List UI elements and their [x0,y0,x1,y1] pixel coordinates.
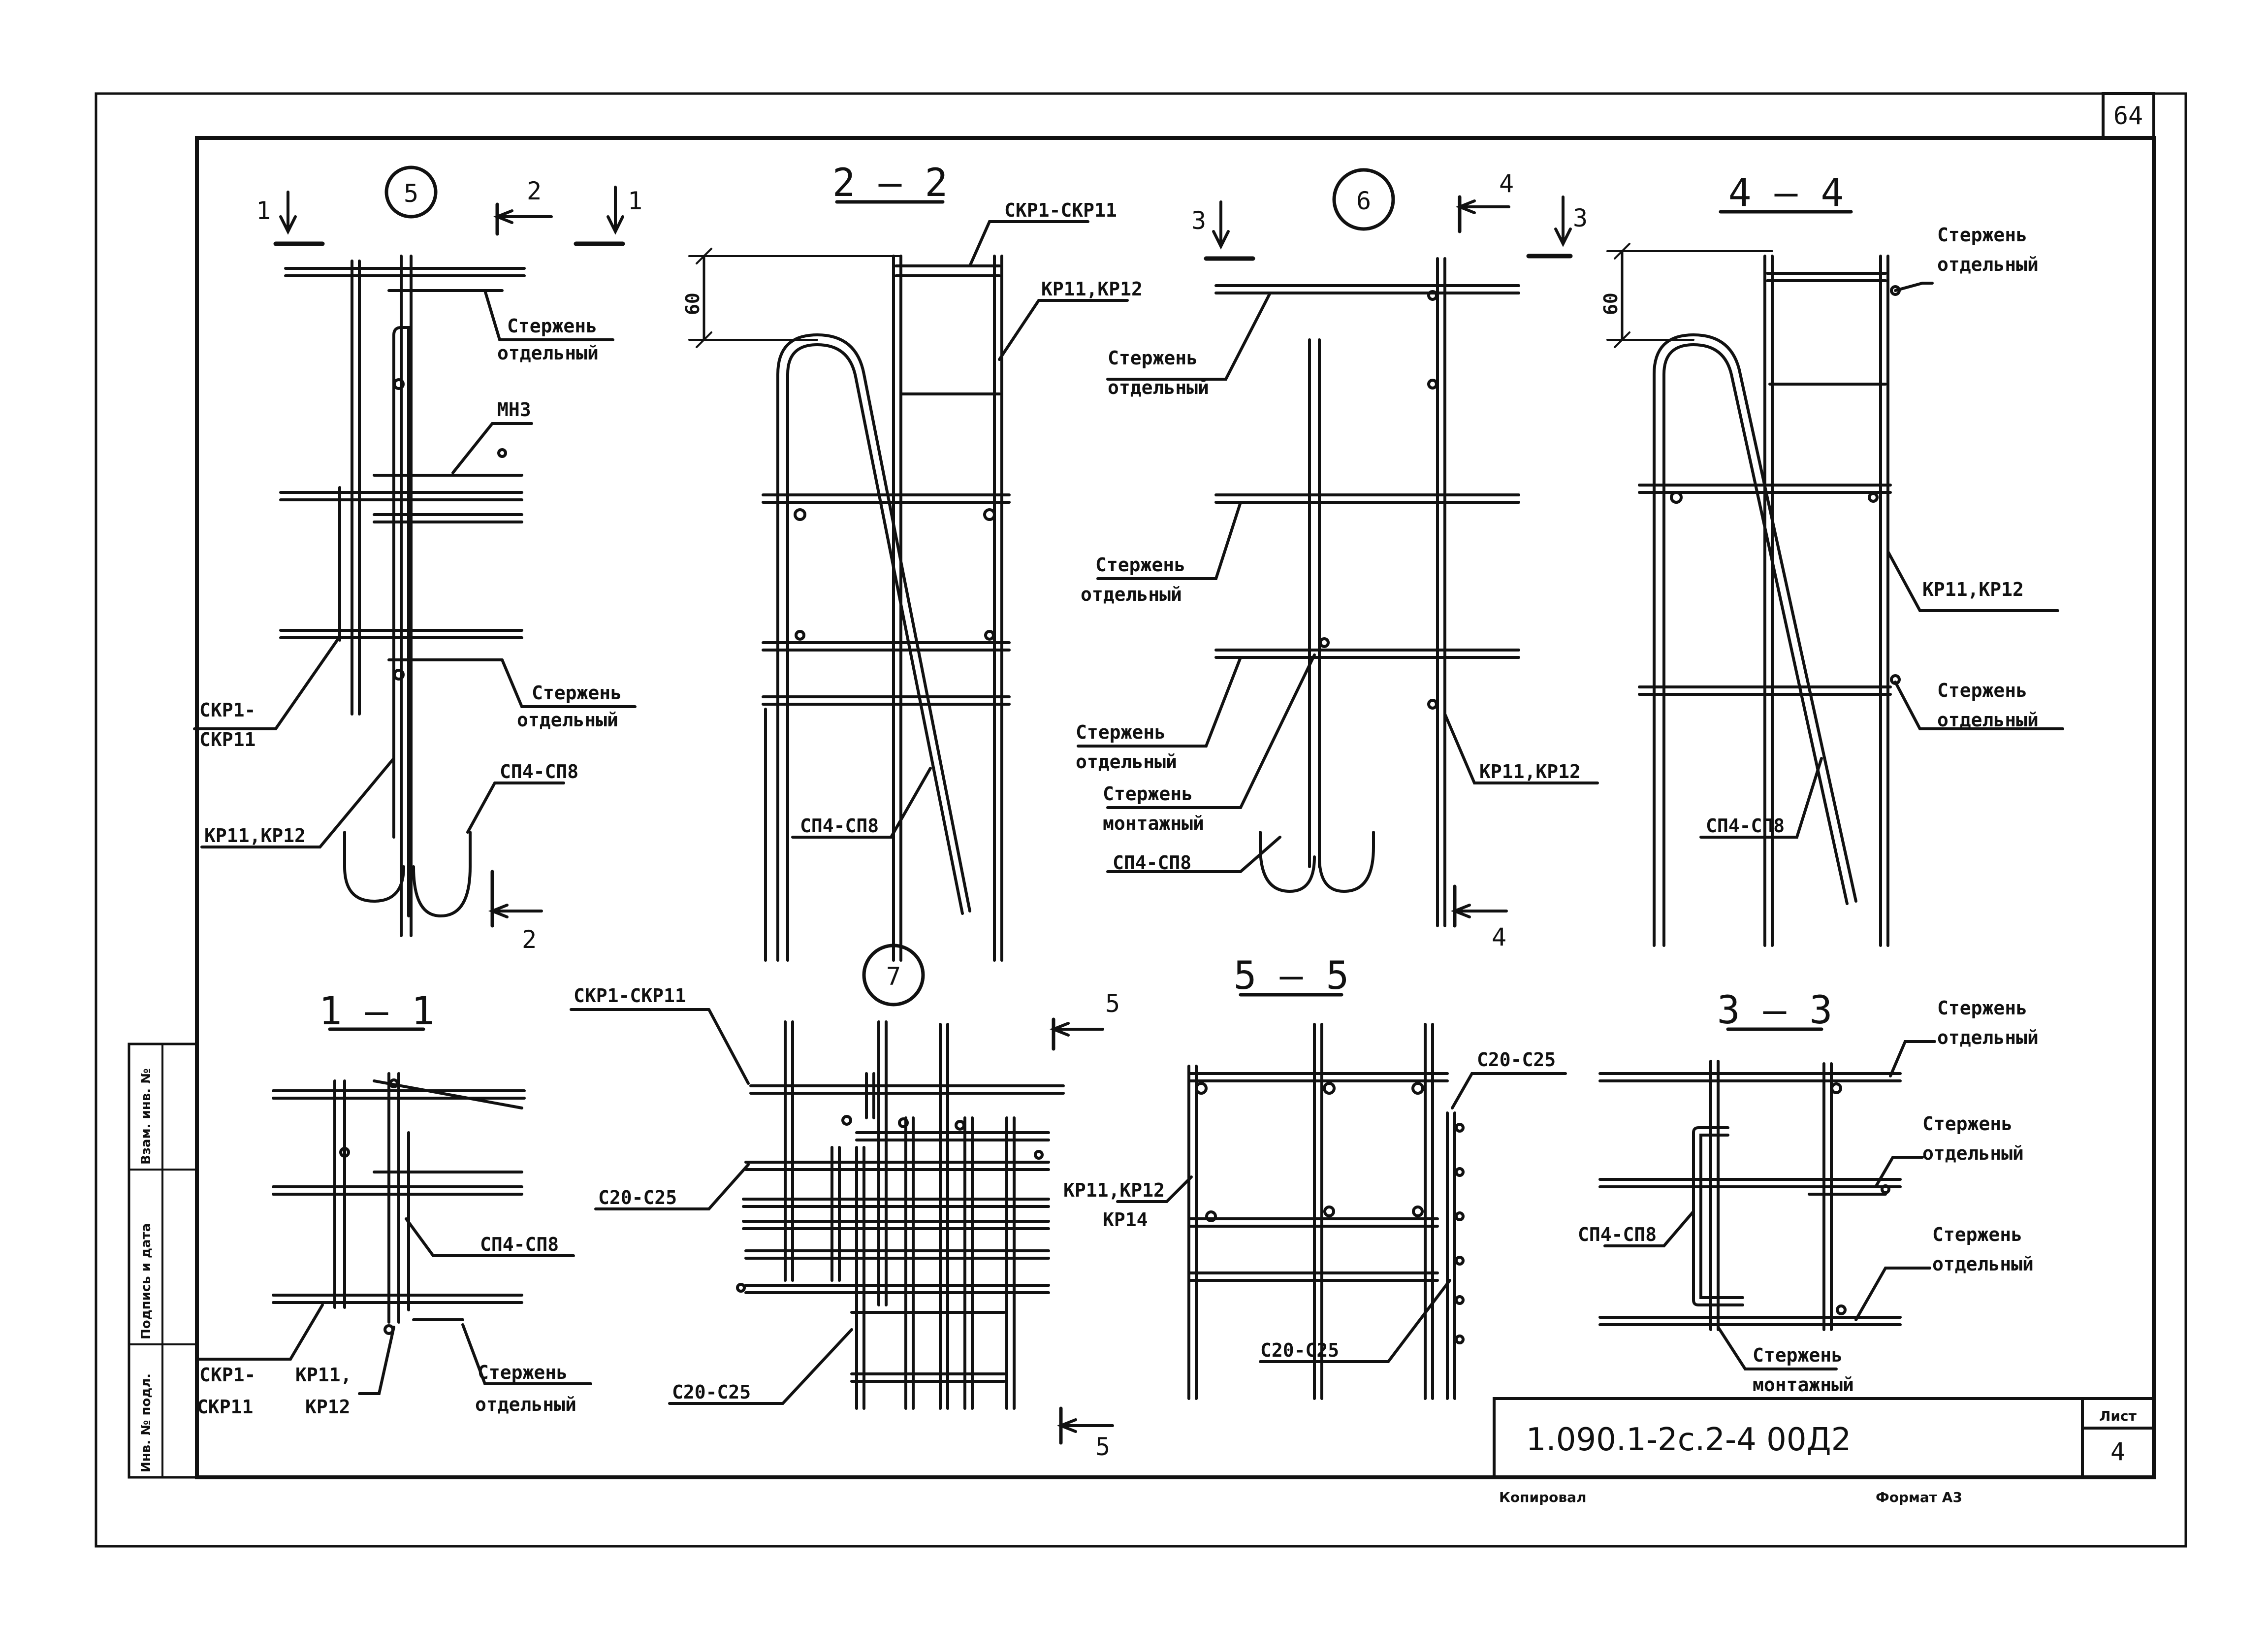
view-7-mark: 7 [886,962,901,991]
stamp-signature-date: Подпись и дата [139,1223,154,1339]
s44-sp-label: СП4-СП8 [1706,815,1785,837]
s33-rod-sep-2: Стержень [1922,1113,2012,1135]
s11-kr-label-2: КР12 [305,1396,351,1418]
s22-skr-label: СКР1-СКР11 [1004,199,1117,221]
view-6-cut-3: 3 [1191,206,1206,235]
section-1-1 [195,1027,592,1395]
section-1-1-title: 1 – 1 [319,989,435,1034]
s33-rod-sep-2b: отдельный [1922,1142,2024,1164]
s44-dim-60: 60 [1600,293,1622,315]
sheet-label: Лист [2099,1408,2137,1424]
v5-skr-label-2: СКР11 [199,729,256,750]
v5-sp-label: СП4-СП8 [500,761,578,782]
view-5-cut-1: 1 [256,196,271,225]
s33-rod-sep-1b: отдельный [1937,1027,2039,1048]
s22-kr-label: КР11,КР12 [1041,278,1143,300]
s55-c20-label-b: С20-С25 [1260,1339,1339,1361]
v6-rod-mount: Стержень [1103,783,1193,805]
section-3-3-title: 3 – 3 [1717,988,1833,1033]
view-6-cut-4: 4 [1499,169,1514,198]
s22-sp-label: СП4-СП8 [800,815,879,837]
view-6 [1077,168,1599,928]
section-2-2-title: 2 – 2 [832,161,948,205]
view-5 [193,165,637,937]
view-6-cut-4b: 4 [1492,923,1506,951]
v6-rod-sep-2b: отдельный [1081,584,1182,605]
v5-kr-label: КР11,КР12 [204,825,306,847]
section-4-4 [1606,210,2064,947]
section-5-5 [1116,993,1567,1400]
v6-rod-mount-b: монтажный [1103,813,1204,834]
s11-sp-label: СП4-СП8 [480,1234,559,1255]
s22-dim-60: 60 [682,293,703,315]
page-number: 64 [2113,101,2143,130]
view-5-cut-1b: 1 [628,187,642,215]
s33-rod-mount: Стержень [1753,1344,1843,1366]
s33-rod-mount-b: монтажный [1753,1374,1854,1396]
inner-border [195,136,2156,1479]
section-2-2 [688,200,1129,962]
s33-rod-sep-3: Стержень [1932,1224,2022,1245]
v6-rod-sep-1b: отдельный [1108,377,1209,398]
s11-skr-label: СКР1- [199,1364,256,1386]
v5-rod-sep-label-2: отдельный [497,342,599,364]
v7-c20-label-b: С20-С25 [672,1381,751,1403]
v7-skr-label: СКР1-СКР11 [574,985,686,1007]
v6-rod-sep-3b: отдельный [1076,751,1177,773]
s33-rod-sep-1: Стержень [1937,997,2027,1019]
s55-kr14-label: КР14 [1103,1209,1148,1231]
s44-rod-sep-2b: отдельный [1937,709,2039,731]
section-3-3 [1598,1027,1936,1370]
view-7-cut-5: 5 [1105,989,1120,1018]
v5-skr-label: СКР1- [199,699,256,721]
v5-rod-sep-b2: отдельный [517,709,618,731]
s44-kr-label: КР11,КР12 [1922,579,2024,600]
s11-rod-sep: Стержень [478,1362,568,1383]
v5-mn3-label: МН3 [497,399,531,421]
s44-rod-sep: Стержень [1937,224,2027,246]
s11-kr-label: КР11, [295,1364,351,1386]
view-5-cut-2b: 2 [522,925,537,954]
stamp-inv-number: Инв. № подл. [139,1373,154,1472]
view-5-mark: 5 [404,179,418,208]
v6-rod-sep-2: Стержень [1095,554,1185,576]
s44-rod-sep-b: отдельный [1937,254,2039,275]
format-label: Формат А3 [1876,1489,1962,1505]
view-5-cut-2: 2 [527,177,542,205]
v5-rod-sep-label: Стержень [507,315,597,337]
v6-kr-label: КР11,КР12 [1479,761,1581,782]
s33-rod-sep-3b: отдельный [1932,1253,2034,1275]
title-block [1493,1397,2155,1479]
v6-rod-sep-1: Стержень [1108,347,1198,369]
s11-rod-sep-b: отдельный [475,1394,576,1415]
s11-skr-label-2: СКР11 [197,1396,253,1418]
outer-frame [95,92,2187,1548]
view-7-cut-5b: 5 [1095,1433,1110,1461]
v6-sp-label: СП4-СП8 [1113,852,1191,874]
s33-sp-label: СП4-СП8 [1578,1224,1657,1245]
stamp-replace-inv: Взам. инв. № [139,1069,154,1165]
drawing-code: 1.090.1-2с.2-4 00Д2 [1526,1422,1852,1458]
v7-c20-label: С20-С25 [598,1187,677,1208]
section-5-5-title: 5 – 5 [1234,954,1349,998]
s55-kr-label: КР11,КР12 [1063,1179,1165,1201]
copied-by: Копировал [1499,1489,1587,1505]
v5-rod-sep-b: Стержень [532,682,622,704]
sheet-number: 4 [2110,1437,2125,1466]
s55-c20-label: С20-С25 [1477,1049,1556,1071]
section-4-4-title: 4 – 4 [1728,171,1844,215]
view-7 [570,944,1114,1445]
view-6-cut-3b: 3 [1573,204,1588,232]
s44-rod-sep-2: Стержень [1937,680,2027,701]
v6-rod-sep-3: Стержень [1076,721,1166,743]
page-number-box [2102,92,2155,139]
view-6-mark: 6 [1356,187,1371,215]
